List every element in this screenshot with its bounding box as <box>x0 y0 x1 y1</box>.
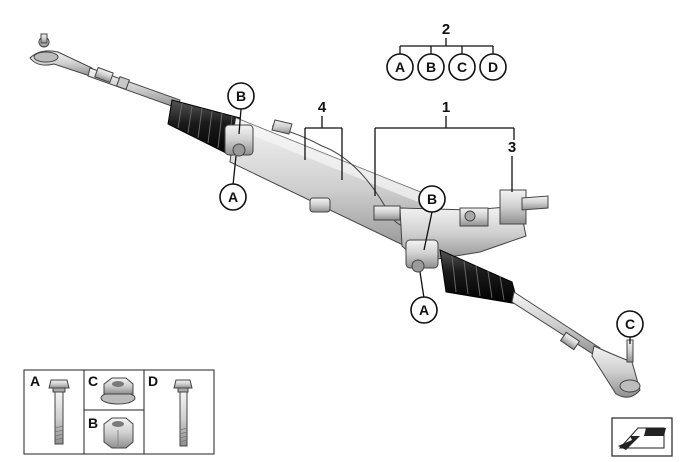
nut-icon <box>103 417 134 449</box>
marker-right-a: A <box>410 271 438 324</box>
key-letter-b: B <box>88 415 98 431</box>
callout-1-label: 1 <box>442 99 450 116</box>
callout-2: 2 A B C D <box>386 21 507 81</box>
svg-text:C: C <box>625 316 635 332</box>
svg-text:D: D <box>488 59 498 75</box>
view-arrow-icon <box>611 417 673 457</box>
svg-text:B: B <box>426 59 436 75</box>
right-bellows-boot <box>439 249 519 305</box>
left-tie-rod-end <box>29 33 93 77</box>
rack-housing <box>224 117 441 259</box>
marker-left-a: A <box>219 155 247 211</box>
bolt-icon-long <box>173 379 193 447</box>
marker-right-b: B <box>418 185 446 251</box>
callout-1: 1 <box>374 99 515 196</box>
svg-text:C: C <box>457 59 467 75</box>
callout-4-label: 4 <box>318 99 327 116</box>
svg-text:B: B <box>236 88 246 104</box>
callout-4: 4 <box>304 99 343 180</box>
left-bellows-boot <box>167 99 241 159</box>
fastener-key: A C B D <box>23 369 215 455</box>
svg-text:A: A <box>395 59 405 75</box>
svg-text:A: A <box>228 189 238 205</box>
valve-body <box>399 189 549 273</box>
right-tie-rod-end <box>591 339 641 398</box>
group-2-letter-b: B <box>417 53 445 81</box>
key-letter-d: D <box>148 373 158 389</box>
group-2-letter-d: D <box>479 53 507 81</box>
marker-left-b: B <box>227 82 255 135</box>
right-tie-rod <box>511 291 601 357</box>
steering-rack-icon <box>29 33 641 398</box>
svg-text:A: A <box>419 302 429 318</box>
callout-2-label: 2 <box>442 21 450 38</box>
svg-text:B: B <box>427 191 437 207</box>
callout-3-label: 3 <box>508 139 516 156</box>
callout-3: 3 <box>508 139 516 192</box>
marker-tie-rod-end-c: C <box>616 310 644 344</box>
nut-icon-flange <box>100 377 136 405</box>
group-2-letter-a: A <box>386 53 414 81</box>
bolt-icon <box>48 379 70 445</box>
left-tie-rod <box>87 66 181 109</box>
group-2-letter-c: C <box>448 53 476 81</box>
key-letter-a: A <box>30 373 40 389</box>
key-letter-c: C <box>88 373 98 389</box>
